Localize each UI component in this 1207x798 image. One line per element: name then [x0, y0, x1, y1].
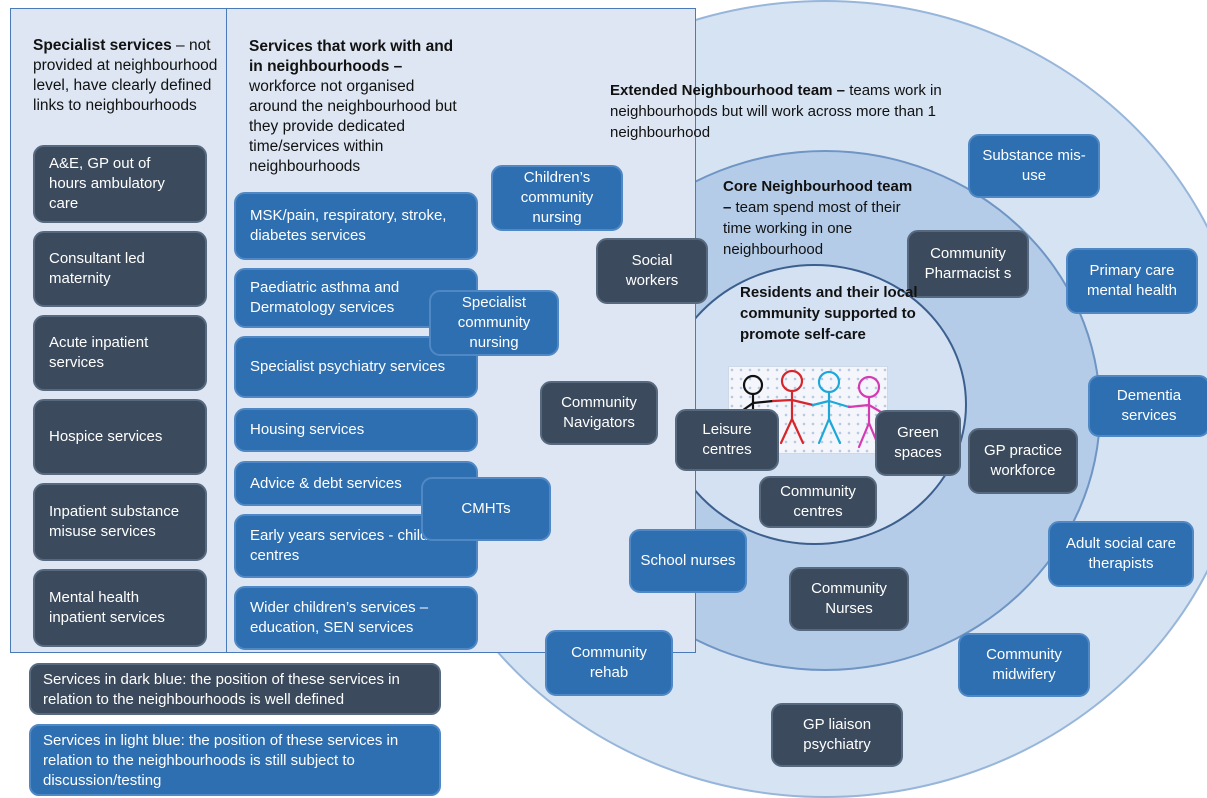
- legend-light-blue: Services in light blue: the position of …: [29, 724, 441, 796]
- core-item-community-navigators: Community Navigators: [540, 381, 658, 445]
- specialist-services-title: Specialist services: [33, 37, 172, 54]
- core-item-community-pharmacists: Community Pharmacist s: [907, 230, 1029, 298]
- specialist-item-ae-gp: A&E, GP out of hours ambulatory care: [33, 145, 207, 223]
- specialist-item-hospice: Hospice services: [33, 399, 207, 475]
- services-with-title: Services that work with and in neighbour…: [249, 38, 454, 75]
- services-with-description: workforce not organised around the neigh…: [249, 78, 457, 175]
- extended-item-cmhts: CMHTs: [421, 477, 551, 541]
- extended-item-childrens-community-nursing: Children’s community nursing: [491, 165, 623, 231]
- extended-item-specialist-community-nursing: Specialist community nursing: [429, 290, 559, 356]
- extended-team-description: teams work in neighbourhoods but will wo…: [610, 82, 942, 141]
- extended-item-dementia: Dementia services: [1088, 375, 1207, 437]
- service-item-housing: Housing services: [234, 408, 478, 452]
- extended-item-primary-care-mental-health: Primary care mental health: [1066, 248, 1198, 314]
- extended-item-community-rehab: Community rehab: [545, 630, 673, 696]
- legend-dark-blue: Services in dark blue: the position of t…: [29, 663, 441, 715]
- residents-title: Residents and their local community supp…: [740, 284, 918, 343]
- core-team-title: Core Neighbourhood team –: [723, 178, 913, 216]
- core-item-social-workers: Social workers: [596, 238, 708, 304]
- extended-item-gp-liaison: GP liaison psychiatry: [771, 703, 903, 767]
- services-with-heading: Services that work with and in neighbour…: [249, 37, 464, 177]
- extended-item-adult-social-care: Adult social care therapists: [1048, 521, 1194, 587]
- service-item-msk: MSK/pain, respiratory, stroke, diabetes …: [234, 192, 478, 260]
- core-item-school-nurses: School nurses: [629, 529, 747, 593]
- core-team-heading: Core Neighbourhood team – team spend mos…: [723, 176, 915, 260]
- resident-item-leisure-centres: Leisure centres: [675, 409, 779, 471]
- specialist-services-description: – not provided at neighbourhood level, h…: [33, 37, 218, 114]
- extended-item-substance-misuse: Substance mis-use: [968, 134, 1100, 198]
- resident-item-community-centres: Community centres: [759, 476, 877, 528]
- extended-team-heading: Extended Neighbourhood team – teams work…: [610, 80, 990, 143]
- extended-team-title: Extended Neighbourhood team –: [610, 82, 846, 99]
- specialist-item-acute-inpatient: Acute inpatient services: [33, 315, 207, 391]
- extended-item-midwifery: Community midwifery: [958, 633, 1090, 697]
- resident-item-green-spaces: Green spaces: [875, 410, 961, 476]
- service-item-wider-childrens: Wider children’s services – education, S…: [234, 586, 478, 650]
- residents-heading: Residents and their local community supp…: [740, 282, 918, 345]
- specialist-item-maternity: Consultant led maternity: [33, 231, 207, 307]
- core-team-description: team spend most of their time working in…: [723, 199, 901, 258]
- specialist-services-heading: Specialist services – not provided at ne…: [33, 36, 228, 116]
- core-item-gp-practice-workforce: GP practice workforce: [968, 428, 1078, 494]
- specialist-item-substance-misuse: Inpatient substance misuse services: [33, 483, 207, 561]
- core-item-community-nurses: Community Nurses: [789, 567, 909, 631]
- specialist-item-mental-health-inpatient: Mental health inpatient services: [33, 569, 207, 647]
